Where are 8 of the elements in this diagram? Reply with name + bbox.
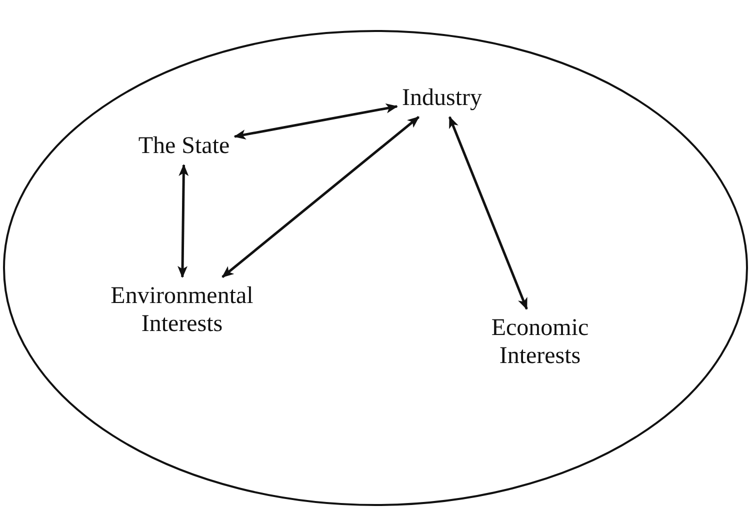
node-label: Environmental Interests <box>110 282 254 338</box>
node-label: Industry <box>402 84 482 112</box>
double-arrow <box>234 103 398 140</box>
node-label: Economic Interests <box>490 314 590 370</box>
double-arrow <box>178 164 189 278</box>
node-label: The State <box>138 132 230 160</box>
double-arrow <box>448 116 528 310</box>
double-arrow <box>222 116 420 278</box>
